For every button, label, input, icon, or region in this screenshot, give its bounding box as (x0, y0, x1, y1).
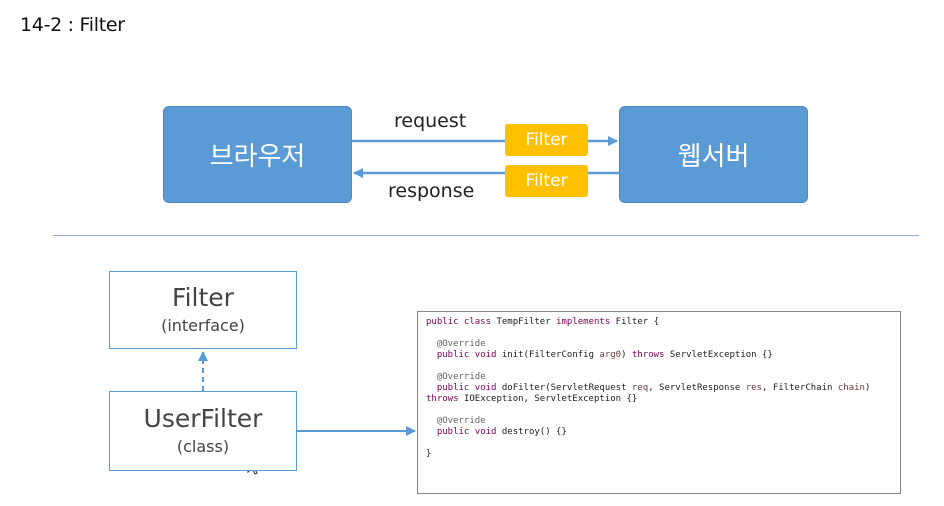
class-name: UserFilter (143, 404, 263, 433)
code-token (426, 350, 437, 360)
code-token (426, 372, 437, 382)
code-token: destroy() {} (501, 427, 567, 437)
code-line (426, 361, 892, 372)
browser-box: 브라우저 (163, 106, 352, 203)
page-title: 14-2 : Filter (20, 14, 125, 36)
code-token: @Override (436, 416, 486, 426)
code-snippet-box: public class TempFilter implements Filte… (417, 311, 901, 494)
code-token: Filter { (615, 317, 660, 327)
code-token: TempFilter (496, 317, 557, 327)
code-token: IOException, ServletException {} (463, 394, 638, 404)
code-line (426, 328, 892, 339)
code-line: throws IOException, ServletException {} (426, 394, 892, 405)
class-kind: (class) (176, 437, 230, 456)
code-token: throws (426, 394, 464, 404)
code-token: public class (426, 317, 497, 327)
code-line: @Override (426, 339, 892, 350)
interface-kind: (interface) (161, 316, 245, 335)
browser-label: 브라우저 (209, 142, 306, 172)
webserver-label: 웹서버 (677, 142, 750, 172)
code-token: throws (631, 350, 670, 360)
code-token: public void (436, 350, 502, 360)
code-token: public void (436, 383, 502, 393)
code-line: @Override (426, 372, 892, 383)
filter-request-box: Filter (505, 124, 588, 156)
code-token (426, 383, 437, 393)
code-token: implements (556, 317, 616, 327)
code-token: } (426, 449, 432, 459)
userfilter-class-box: UserFilter (class) (109, 391, 297, 471)
filter-request-label: Filter (525, 130, 568, 150)
code-line (426, 438, 892, 449)
code-token (426, 427, 437, 437)
code-line: public void destroy() {} (426, 427, 892, 438)
response-label: response (388, 180, 475, 202)
code-token: req (631, 383, 649, 393)
code-token: , FilterChain (762, 383, 838, 393)
filter-response-label: Filter (525, 171, 568, 191)
code-token: ServletException {} (669, 350, 773, 360)
interface-name: Filter (172, 283, 234, 312)
code-token: @Override (436, 372, 486, 382)
code-line: } (426, 449, 892, 460)
code-token: arg0 (599, 350, 622, 360)
code-token: @Override (436, 339, 486, 349)
code-token: ) (864, 383, 871, 393)
code-token (426, 416, 437, 426)
filter-interface-box: Filter (interface) (109, 271, 297, 349)
code-token: public void (436, 427, 502, 437)
code-token: chain (837, 383, 865, 393)
code-line: @Override (426, 416, 892, 427)
code-token: doFilter(ServletRequest (501, 383, 632, 393)
code-line (426, 405, 892, 416)
code-line: public void init(FilterConfig arg0) thro… (426, 350, 892, 361)
filter-response-box: Filter (505, 165, 588, 197)
webserver-box: 웹서버 (619, 106, 808, 203)
request-label: request (394, 110, 467, 132)
code-line: public void doFilter(ServletRequest req,… (426, 383, 892, 394)
code-line: public class TempFilter implements Filte… (426, 317, 892, 328)
code-token (426, 339, 437, 349)
code-token: , ServletResponse (648, 383, 746, 393)
section-divider (53, 235, 919, 236)
code-token: res (745, 383, 762, 393)
code-token: init(FilterConfig (501, 350, 600, 360)
code-token: ) (621, 350, 632, 360)
